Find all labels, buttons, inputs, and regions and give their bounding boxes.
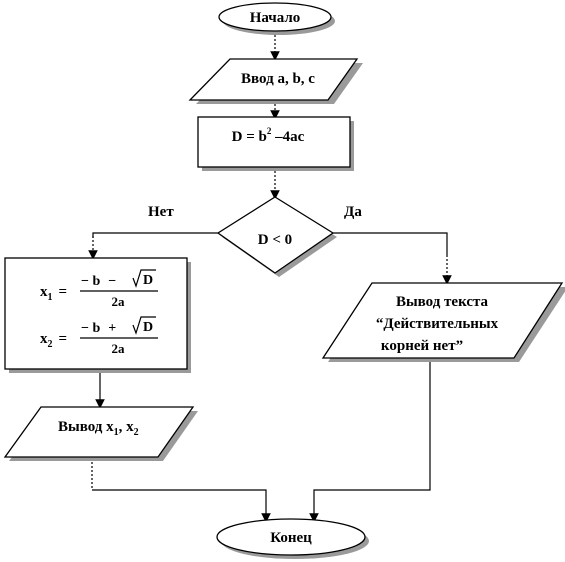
input-block: Ввод a, b, c (188, 58, 363, 104)
svg-text:D: D (143, 320, 153, 335)
connectors (88, 31, 452, 523)
connector-yes-branch (333, 232, 448, 255)
start-label: Начало (250, 10, 301, 26)
decision-block: D < 0 (216, 196, 337, 277)
svg-text:2a: 2a (112, 341, 126, 356)
no-branch-label: Нет (148, 204, 174, 220)
decision-label: D < 0 (258, 232, 292, 248)
output-roots-block: Вывод x1, x2 (3, 406, 198, 461)
start-terminal: Начало (218, 2, 335, 35)
root-x2-formula: x2= − b+ D 2a (40, 316, 158, 356)
output-text-line1: Вывод текста (396, 294, 489, 310)
svg-text:x1=: x1= (40, 284, 67, 303)
end-label: Конец (270, 530, 312, 546)
discriminant-formula: D = b2 –4ac (232, 126, 305, 145)
svg-text:− b−: − b− (81, 274, 116, 289)
sqrt-icon (132, 316, 156, 335)
roots-block: x1= − b− D 2a x2= − b+ D 2a (4, 257, 191, 373)
output-text-line2: “Действительных (376, 316, 499, 332)
yes-branch-label: Да (344, 204, 362, 220)
output-text-line3: корней нет” (381, 338, 463, 354)
output-text-block: Вывод текста “Действительных корней нет” (321, 282, 565, 362)
svg-text:− b+: − b+ (81, 321, 116, 336)
svg-text:D: D (143, 273, 153, 288)
discriminant-block: D = b2 –4ac (197, 116, 354, 171)
sqrt-icon (132, 269, 156, 288)
svg-text:x2=: x2= (40, 331, 67, 350)
connector-text-merge (309, 358, 431, 523)
connector-no-branch (92, 232, 218, 238)
end-terminal: Конец (216, 518, 369, 559)
input-label: Ввод a, b, c (241, 71, 315, 87)
output-roots-label: Вывод x1, x2 (58, 419, 139, 438)
connector-output-merge-b (92, 489, 271, 523)
root-x1-formula: x1= − b− D 2a (40, 269, 158, 309)
svg-text:2a: 2a (112, 294, 126, 309)
